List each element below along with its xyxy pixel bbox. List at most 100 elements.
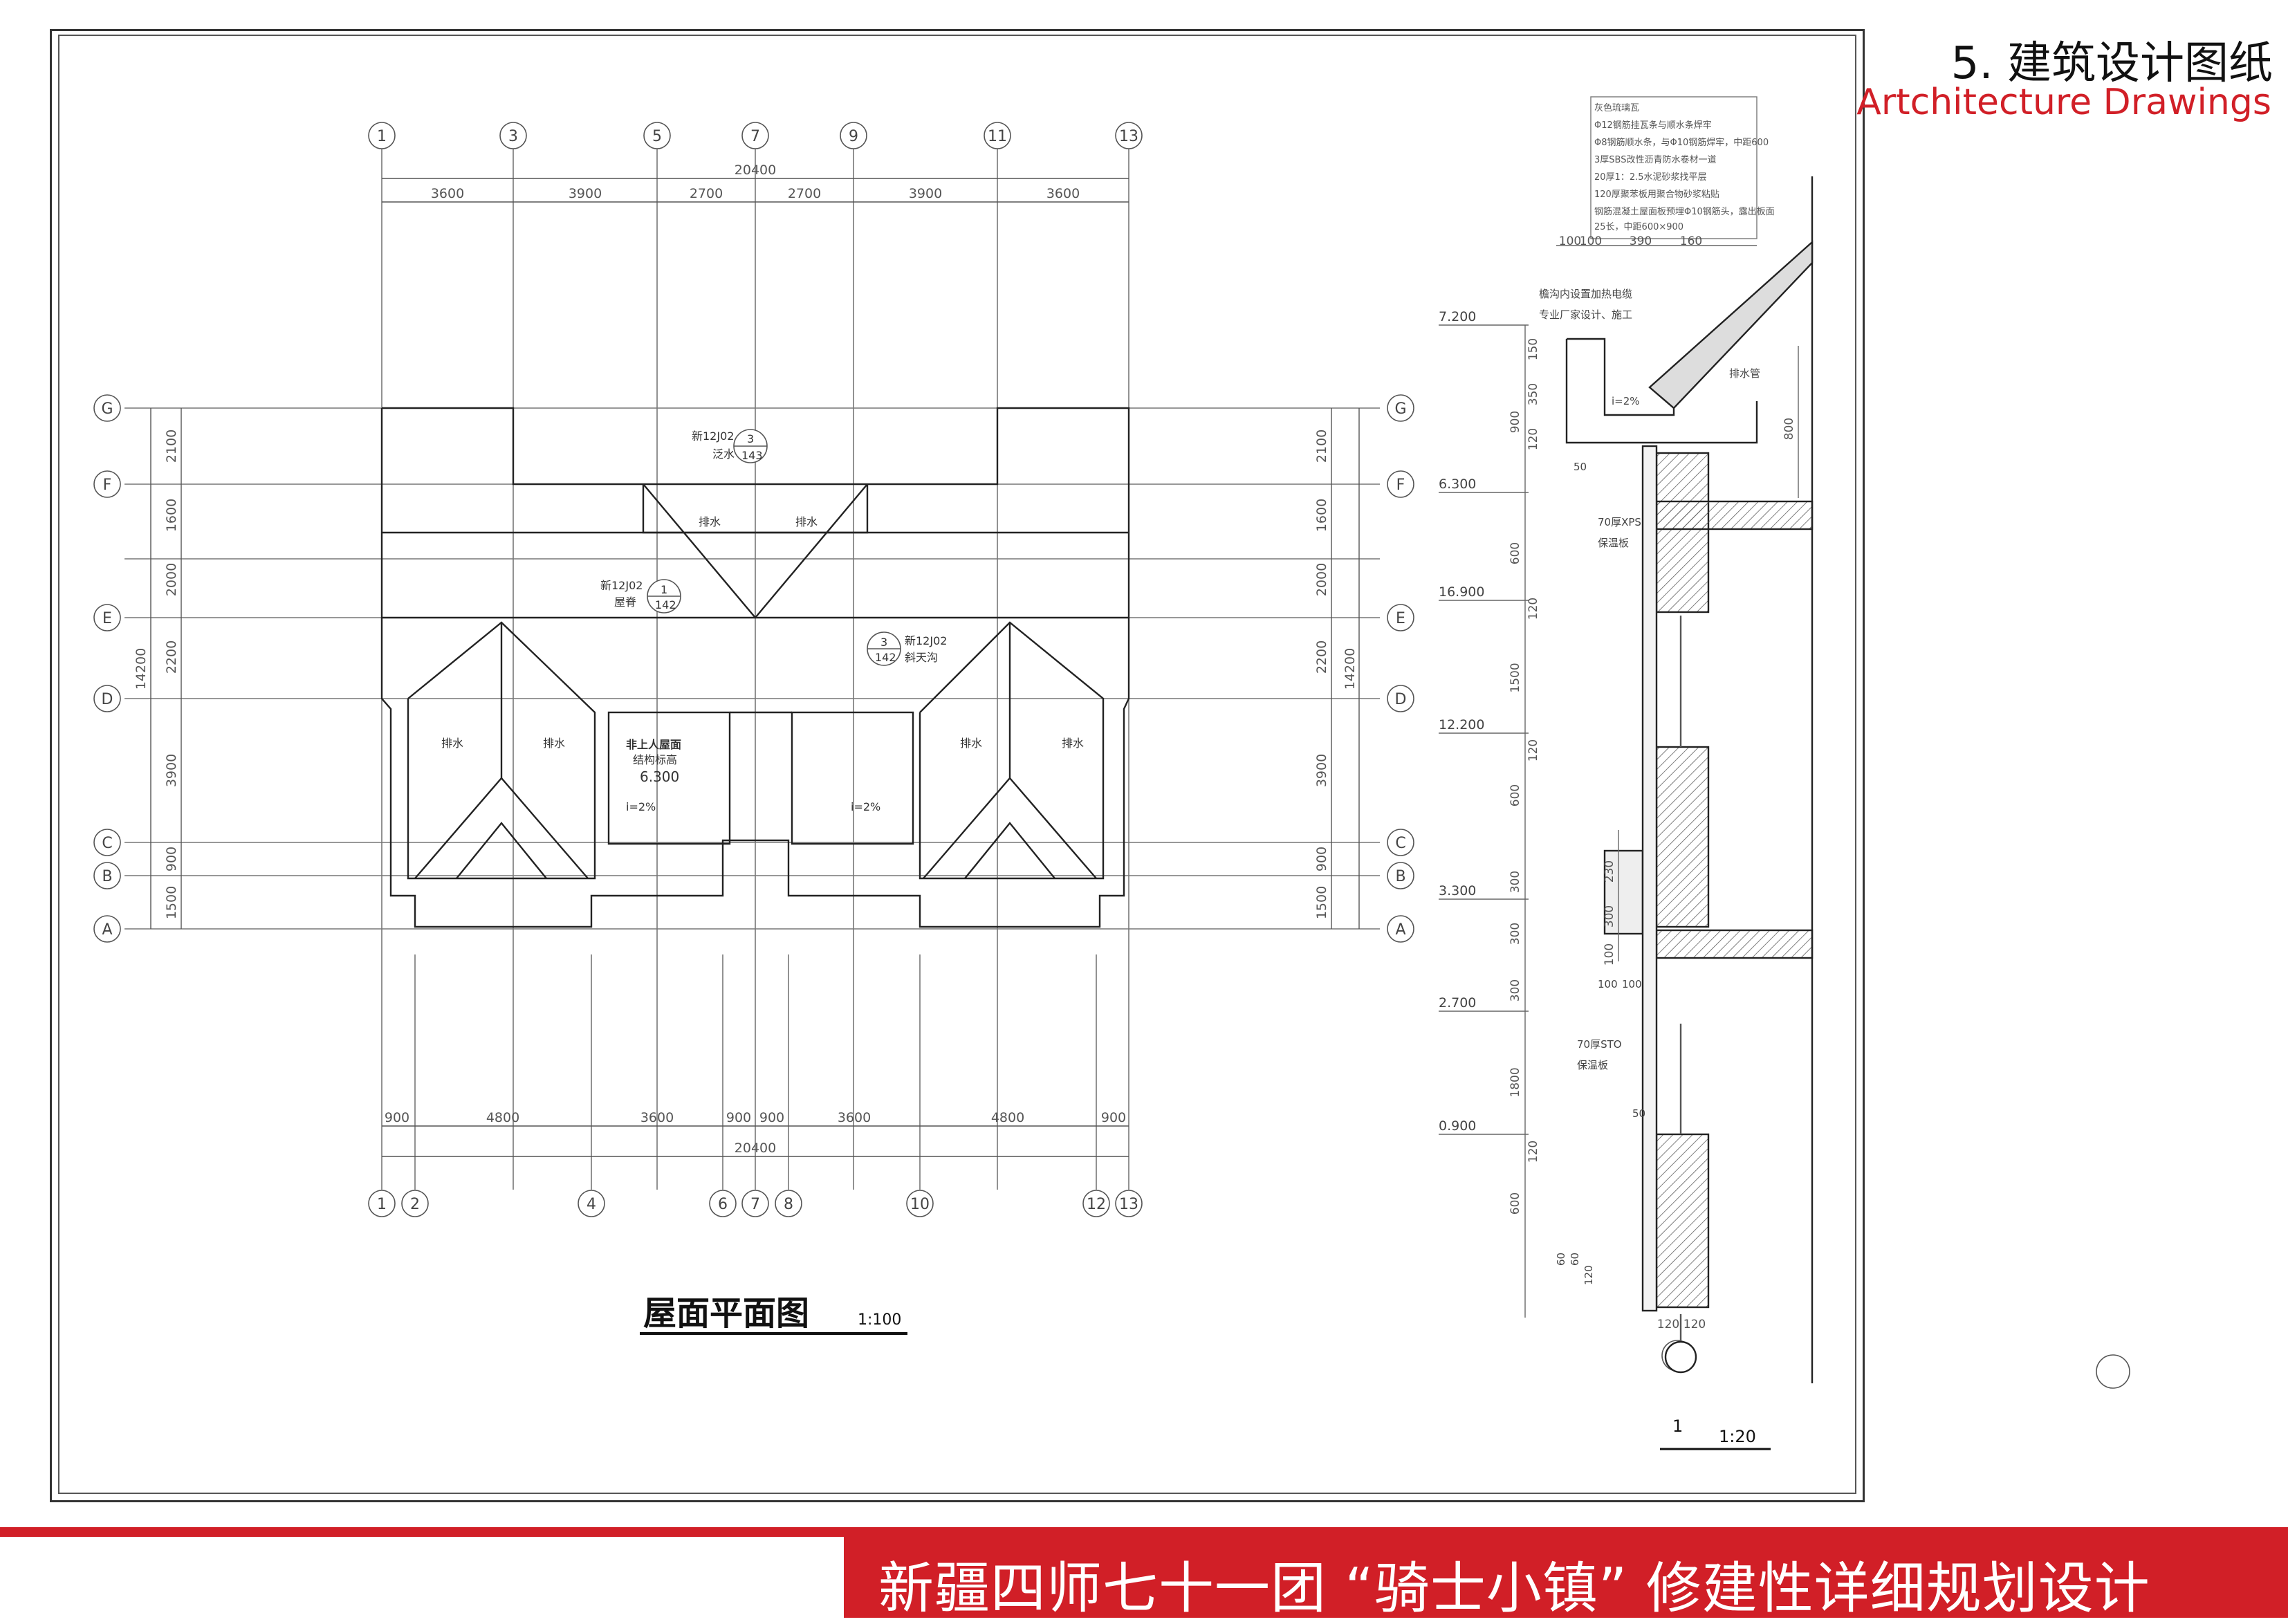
- sec-dim-v-0: 150: [1526, 338, 1540, 360]
- axis-top-9: 9: [849, 128, 858, 145]
- downpipe-label: 排水管: [1729, 367, 1760, 380]
- dim-bottom-3: 900: [726, 1110, 751, 1125]
- dim-top-2: 2700: [690, 186, 723, 201]
- axis-left-D: D: [102, 691, 113, 708]
- dim-side-left-2: 2000: [164, 563, 179, 596]
- sec-dim-v-5: 120: [1526, 598, 1540, 620]
- axis-bottom-4: 4: [587, 1196, 596, 1213]
- axis-top-11: 11: [988, 128, 1007, 145]
- axis-right-B: B: [1395, 868, 1405, 885]
- axis-top-13: 13: [1119, 128, 1138, 145]
- dim-bottom-2: 3600: [640, 1110, 674, 1125]
- sec-dim-bottom-1: 120: [1683, 1318, 1706, 1331]
- dim-top-1: 3900: [569, 186, 602, 201]
- footer-red-bar: [844, 1537, 2288, 1618]
- dim-side-right-3: 2200: [1314, 640, 1329, 674]
- dim-side-right-5: 900: [1314, 847, 1329, 871]
- sec-dim-v-11: 300: [1509, 979, 1522, 1002]
- small50-label: 50: [1574, 461, 1587, 473]
- dim-bottom-4: 900: [759, 1110, 784, 1125]
- axis-left-G: G: [101, 400, 113, 418]
- layer-note-2: Φ8钢筋顺水条，与Φ10钢筋焊牢，中距600: [1594, 137, 1769, 148]
- dim-bottom-total: 20400: [735, 1141, 776, 1156]
- dim-bottom-6: 4800: [991, 1110, 1024, 1125]
- dim100a-label: 100: [1598, 978, 1618, 990]
- dim-bottom-5: 3600: [838, 1110, 871, 1125]
- layer-note-3: 3厚SBS改性沥青防水卷材一道: [1594, 154, 1716, 165]
- sec-dim-top-0: 100: [1559, 234, 1581, 248]
- sec-dim-v-4: 600: [1509, 542, 1522, 564]
- sec-dim-r-3: 100: [1603, 943, 1616, 966]
- dim-top-5: 3600: [1046, 186, 1080, 201]
- axis-left-B: B: [102, 868, 112, 885]
- dim-side-right-6: 1500: [1314, 886, 1329, 919]
- sec-dim-v-1: 350: [1526, 383, 1540, 405]
- dim-bottom-1: 4800: [486, 1110, 519, 1125]
- axis-right-D: D: [1395, 691, 1407, 708]
- roof-outline: [380, 407, 1130, 928]
- section-subtitle: Artchitecture Drawings: [1856, 82, 2271, 123]
- dim-side-right-2: 2000: [1314, 563, 1329, 596]
- sec-dim-v-8: 600: [1509, 784, 1522, 806]
- dim-side-right-total: 14200: [1343, 648, 1358, 690]
- drain-label-3: 排水: [441, 737, 463, 750]
- axis-left-C: C: [102, 835, 112, 852]
- level-3: 12.200: [1439, 717, 1484, 732]
- sec-dim-top-1: 100: [1580, 234, 1602, 248]
- ref1-sheet: 143: [741, 449, 763, 462]
- axis-right-C: C: [1395, 835, 1405, 852]
- ref1-num: 3: [747, 432, 754, 445]
- roof-note: 非上人屋面: [626, 738, 681, 751]
- axis-bottom-8: 8: [784, 1196, 793, 1213]
- sec-dim-v-2: 900: [1509, 411, 1522, 433]
- insul2b-label: 保温板: [1577, 1059, 1608, 1071]
- drawing-frame-inner: [58, 35, 1856, 1494]
- ref2-text: 屋脊: [614, 596, 636, 609]
- dim-side-right-4: 3900: [1314, 754, 1329, 787]
- level-5: 2.700: [1439, 995, 1476, 1011]
- footer-red-line: [0, 1527, 2288, 1537]
- insul2-label: 70厚STO: [1577, 1038, 1622, 1051]
- drain-label-5: 排水: [960, 737, 982, 750]
- detail-num: 1: [1672, 1417, 1683, 1436]
- ref3-text: 斜天沟: [905, 651, 938, 664]
- ref3-num: 3: [880, 636, 887, 649]
- dim-top-4: 3900: [909, 186, 942, 201]
- plan-grid-horizontal: [124, 407, 1380, 930]
- axis-top-5: 5: [652, 128, 662, 145]
- plan-dimensions: [150, 178, 1360, 1157]
- sec-dim-r-1: 230: [1603, 860, 1616, 883]
- plan-grid-vertical: [381, 149, 1129, 1190]
- level-0: 7.200: [1439, 309, 1476, 324]
- dim100b-label: 100: [1622, 978, 1642, 990]
- layer-note-5: 120厚聚苯板用聚合物砂浆粘贴: [1594, 190, 1719, 200]
- project-title: 新疆四师七十一团 “骑士小镇” 修建性详细规划设计: [878, 1556, 2150, 1621]
- ref2-code: 新12J02: [600, 579, 643, 592]
- small60b-label: 60: [1569, 1253, 1581, 1266]
- axis-bottom-2: 2: [410, 1196, 420, 1213]
- level-2: 16.900: [1439, 584, 1484, 600]
- dim-bottom-7: 900: [1101, 1110, 1126, 1125]
- slope-label-2: i=2%: [851, 800, 880, 813]
- sec-dim-r-0: 800: [1782, 418, 1796, 440]
- sec-dim-v-3: 120: [1526, 428, 1540, 450]
- dim-top-0: 3600: [431, 186, 464, 201]
- gutter-slope: i=2%: [1612, 395, 1640, 407]
- axis-bottom-13: 13: [1119, 1196, 1138, 1213]
- small120-label: 120: [1583, 1265, 1595, 1285]
- axis-left-A: A: [102, 921, 112, 939]
- dim-side-left-6: 1500: [164, 886, 179, 919]
- axis-top-7: 7: [750, 128, 760, 145]
- layer-note-4: 20厚1：2.5水泥砂浆找平层: [1594, 172, 1707, 183]
- section-title: 5. 建筑设计图纸: [1950, 38, 2273, 89]
- sec-dim-v-14: 600: [1509, 1192, 1522, 1215]
- wall-section: [1439, 96, 1814, 1450]
- drawing-frame: [50, 29, 1865, 1502]
- axis-bubbles: [93, 122, 2130, 1389]
- insul1-label: 70厚XPS: [1598, 516, 1641, 528]
- dim-side-right-1: 1600: [1314, 499, 1329, 532]
- dim-side-right-0: 2100: [1314, 430, 1329, 463]
- axis-right-F: F: [1396, 477, 1405, 494]
- plan-title: 屋面平面图: [643, 1294, 809, 1333]
